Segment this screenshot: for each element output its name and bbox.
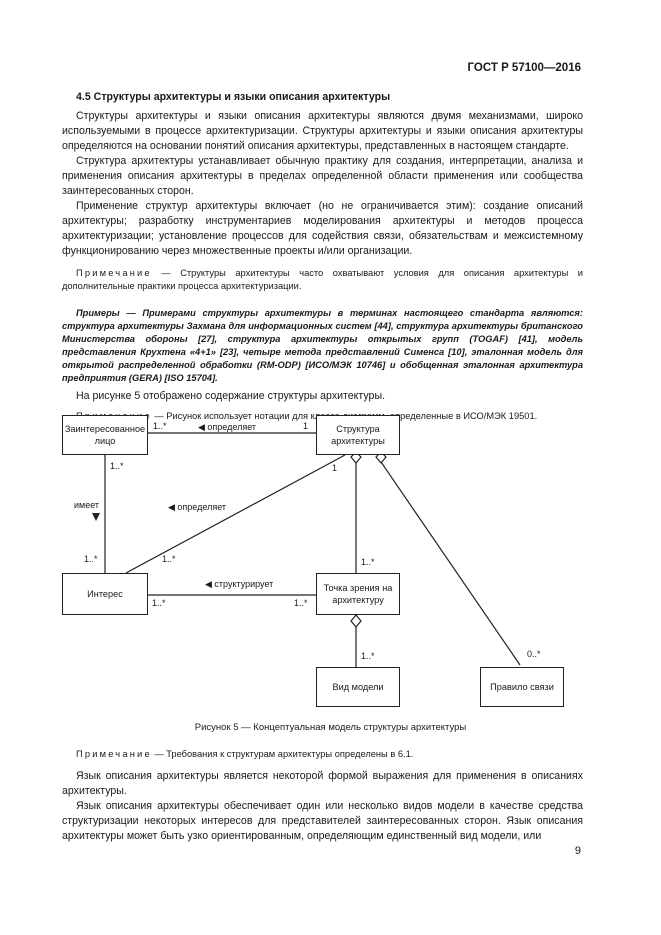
- multiplicity: 1..*: [110, 461, 124, 471]
- relation-label: имеет: [74, 500, 100, 510]
- multiplicity: 0..*: [527, 649, 541, 659]
- class-framework: Структура архитектуры: [316, 415, 400, 455]
- multiplicity: 1: [303, 421, 309, 431]
- assoc-framework-rule: [380, 461, 521, 666]
- relation-label: ◀ определяет: [198, 422, 257, 432]
- paragraph: Структура архитектуры устанавливает обыч…: [62, 155, 583, 197]
- multiplicity: 1..*: [361, 557, 375, 567]
- relation-label: ◀ структурирует: [205, 579, 274, 589]
- figure-intro: На рисунке 5 отображено содержание струк…: [76, 390, 386, 402]
- assoc-concern-framework: [125, 454, 346, 574]
- note-label: Примечание: [76, 268, 152, 278]
- class-viewpoint: Точка зрения на архитектуру: [316, 573, 400, 615]
- aggregation-diamond: [350, 614, 362, 628]
- paragraph: Язык описания архитектуры обеспечивает о…: [62, 800, 583, 842]
- section-heading: 4.5 Структуры архитектуры и языки описан…: [76, 91, 391, 103]
- multiplicity: 1..*: [294, 598, 308, 608]
- multiplicity: 1..*: [153, 421, 167, 431]
- main-content: 4.5 Структуры архитектуры и языки описан…: [62, 90, 583, 429]
- figure-caption: Рисунок 5 — Концептуальная модель структ…: [194, 722, 467, 733]
- note: Примечание — Структуры архитектуры часто…: [62, 267, 583, 293]
- class-stakeholder: Заинтересованное лицо: [62, 415, 148, 455]
- relation-label: ◀ определяет: [168, 502, 227, 512]
- note-text: — Требования к структурам архитектуры оп…: [151, 749, 414, 759]
- after-content: Примечание — Требования к структурам арх…: [62, 748, 583, 844]
- paragraph: Язык описания архитектуры является некот…: [62, 770, 583, 797]
- note: Примечание — Требования к структурам арх…: [62, 748, 583, 761]
- class-model-kind: Вид модели: [316, 667, 400, 707]
- multiplicity: 1..*: [361, 651, 375, 661]
- note-label: Примечание: [76, 749, 152, 759]
- multiplicity: 1..*: [162, 554, 176, 564]
- paragraph: Применение структур архитектуры включает…: [62, 200, 583, 257]
- class-concern: Интерес: [62, 573, 148, 615]
- document-header: ГОСТ Р 57100—2016: [467, 62, 581, 74]
- examples: Примеры — Примерами структуры архитектур…: [62, 308, 583, 383]
- note-text: — Структуры архитектуры часто охватывают…: [62, 268, 583, 291]
- uml-diagram: Заинтересованное лицо Структура архитект…: [0, 405, 661, 707]
- multiplicity: 1..*: [152, 598, 166, 608]
- paragraph: Структуры архитектуры и языки описания а…: [62, 110, 583, 152]
- multiplicity: 1: [332, 463, 338, 473]
- page-number: 9: [574, 845, 581, 857]
- direction-arrow-icon: [92, 513, 100, 521]
- class-correspondence-rule: Правило связи: [480, 667, 564, 707]
- multiplicity: 1..*: [84, 554, 98, 564]
